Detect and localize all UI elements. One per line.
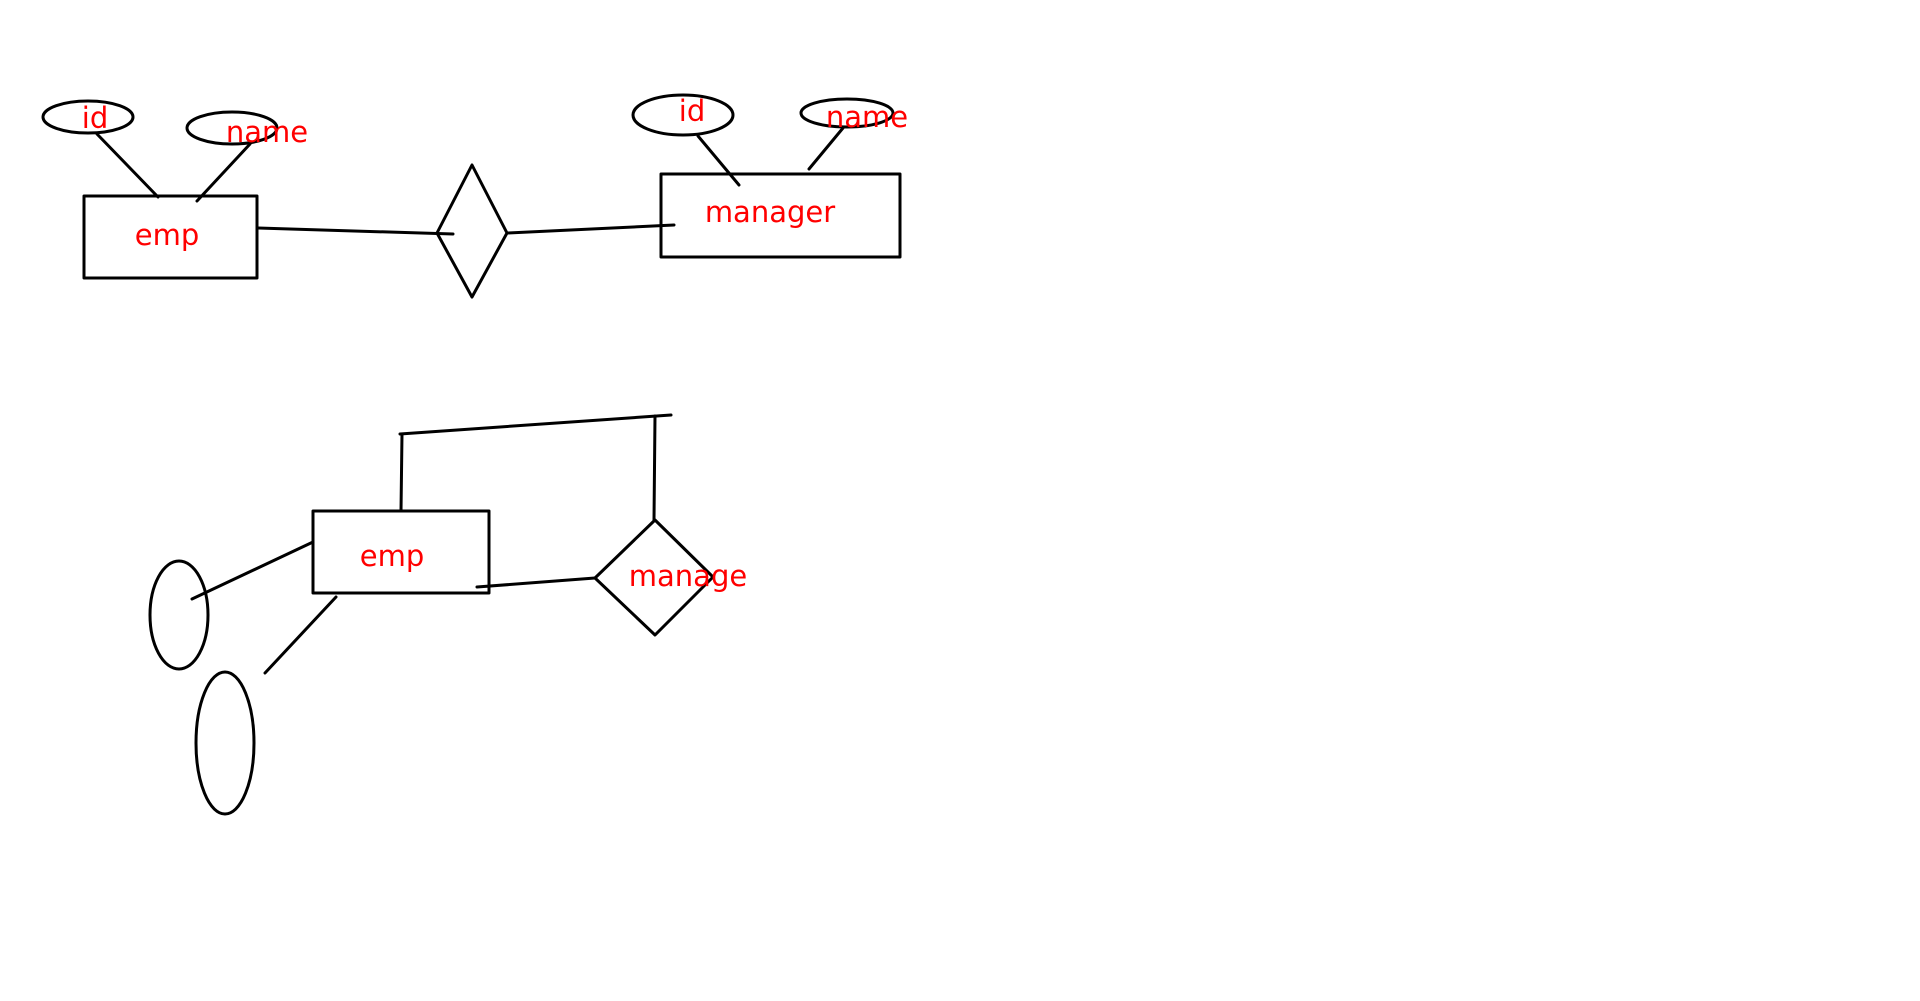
top-relationship-diamond[interactable] — [435, 163, 509, 299]
top-emp-name-connector[interactable] — [195, 142, 252, 203]
bottom-manage-relationship-label: manage — [629, 559, 747, 593]
top-manager-id-label: id — [679, 94, 705, 128]
top-manager-id-connector[interactable] — [696, 134, 741, 187]
bottom-emp-entity-box[interactable] — [311, 509, 491, 595]
bottom-loop-left-vertical[interactable] — [399, 432, 404, 513]
top-emp-name-label: name — [226, 115, 308, 149]
bottom-er-diagram: emp manage — [148, 413, 747, 816]
top-manager-id-attribute[interactable] — [631, 93, 735, 137]
bottom-attribute-2-connector[interactable] — [263, 595, 338, 675]
top-manager-name-attribute[interactable] — [799, 97, 895, 129]
top-manager-name-connector[interactable] — [807, 126, 845, 171]
top-emp-entity-box[interactable] — [82, 194, 259, 280]
bottom-emp-entity-label: emp — [360, 539, 425, 573]
top-er-diagram: emp id name manager id name — [41, 93, 908, 299]
top-relationship-manager-connector[interactable] — [505, 223, 676, 235]
top-emp-name-attribute[interactable] — [185, 110, 279, 146]
top-manager-entity-box[interactable] — [659, 172, 902, 259]
top-emp-id-label: id — [82, 101, 108, 135]
bottom-attribute-1[interactable] — [148, 559, 210, 671]
bottom-attribute-1-connector[interactable] — [190, 540, 315, 601]
bottom-loop-right-vertical[interactable] — [652, 414, 657, 522]
top-manager-name-label: name — [826, 100, 908, 134]
top-emp-entity-label: emp — [135, 218, 200, 252]
top-manager-entity-label: manager — [705, 195, 835, 229]
bottom-emp-manage-connector[interactable] — [475, 576, 597, 589]
top-emp-id-connector[interactable] — [95, 132, 160, 199]
bottom-attribute-2[interactable] — [194, 670, 256, 816]
bottom-loop-top-horizontal[interactable] — [398, 413, 673, 436]
top-emp-relationship-connector[interactable] — [256, 226, 455, 236]
top-emp-id-attribute[interactable] — [41, 99, 135, 135]
bottom-manage-relationship-diamond[interactable] — [593, 518, 715, 637]
